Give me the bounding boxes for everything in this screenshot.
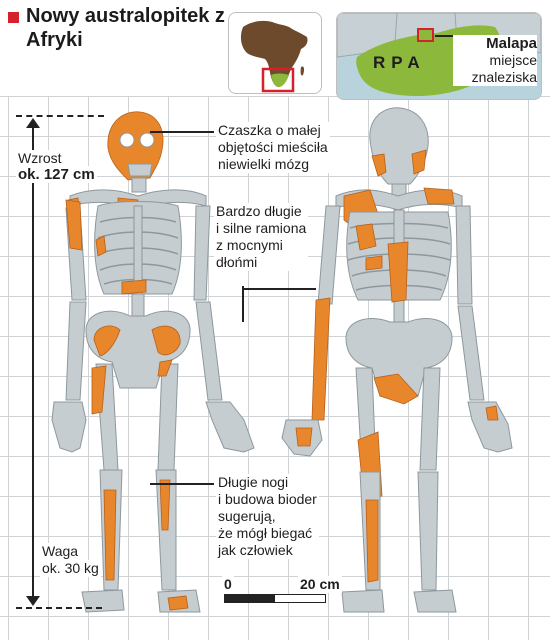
skull-leader-line <box>150 131 214 133</box>
rpa-country-label: RPA <box>373 53 426 72</box>
arms-annotation-line4: dłońmi <box>216 254 258 270</box>
height-arrow-top <box>26 118 40 128</box>
africa-map-graphic <box>240 20 308 93</box>
front-skeleton <box>51 111 255 613</box>
arms-annotation: Bardzo długie i silne ramiona z mocnymi … <box>214 203 309 271</box>
front-right-hand <box>205 401 255 453</box>
south-africa-area <box>271 73 289 87</box>
front-left-femur-fragment <box>91 365 107 415</box>
legs-annotation: Długie nogi i budowa bioder sugerują, że… <box>216 474 319 559</box>
arms-annotation-line3: z mocnymi <box>216 237 283 253</box>
madagascar <box>300 66 305 76</box>
place-note-line1: miejsce <box>489 52 537 68</box>
rpa-detail-map: RPA Malapa miejsce znaleziska <box>336 12 542 100</box>
arms-annotation-line1: Bardzo długie <box>216 203 302 219</box>
height-value: ok. 127 cm <box>16 166 97 183</box>
arms-annotation-line2: i silne ramiona <box>216 220 307 236</box>
place-note-line2: znaleziska <box>471 69 537 85</box>
height-arrow-shaft <box>32 120 34 600</box>
page-title: Nowy australopitek z Afryki <box>26 5 225 51</box>
arms-leader-line <box>242 288 316 290</box>
skull-annotation: Czaszka o małej objętości mieściła niewi… <box>216 122 330 173</box>
front-skull <box>107 111 164 181</box>
skull-annotation-line3: niewielki mózg <box>218 156 310 172</box>
weight-value: ok. 30 kg <box>40 560 101 577</box>
scale-bar <box>224 594 326 603</box>
legs-annotation-line2: i budowa bioder <box>218 491 317 507</box>
legs-leader-line <box>150 483 214 485</box>
malapa-site-marker <box>417 28 434 42</box>
legs-annotation-line4: że mógł biegać <box>218 525 313 541</box>
back-pelvis <box>345 318 453 397</box>
back-skeleton <box>281 107 513 613</box>
skull-annotation-line2: objętości mieściła <box>218 139 328 155</box>
scale-end-label: 20 cm <box>298 576 342 593</box>
legs-annotation-line3: sugerują, <box>218 508 276 524</box>
back-right-hand <box>467 401 513 453</box>
height-arrow-bottom <box>26 596 40 606</box>
back-arm-bone <box>311 297 331 421</box>
skull-annotation-line1: Czaszka o małej <box>218 122 321 138</box>
locator-frame <box>261 67 295 93</box>
malapa-leader-line <box>435 35 457 37</box>
place-name: Malapa <box>486 35 537 52</box>
front-left-hand <box>51 401 87 453</box>
arms-leader-vertical <box>242 286 244 322</box>
title-marker <box>8 12 19 23</box>
legs-annotation-line1: Długie nogi <box>218 474 289 490</box>
height-bottom-line <box>16 607 102 609</box>
height-label: Wzrost <box>16 150 64 167</box>
malapa-caption: Malapa miejsce znaleziska <box>453 35 537 86</box>
height-top-line <box>16 115 104 117</box>
legs-annotation-line5: jak człowiek <box>218 542 293 558</box>
africa-continent <box>240 20 308 88</box>
weight-label: Waga <box>40 543 81 560</box>
africa-locator-map <box>228 12 322 94</box>
scale-start-label: 0 <box>222 576 234 593</box>
